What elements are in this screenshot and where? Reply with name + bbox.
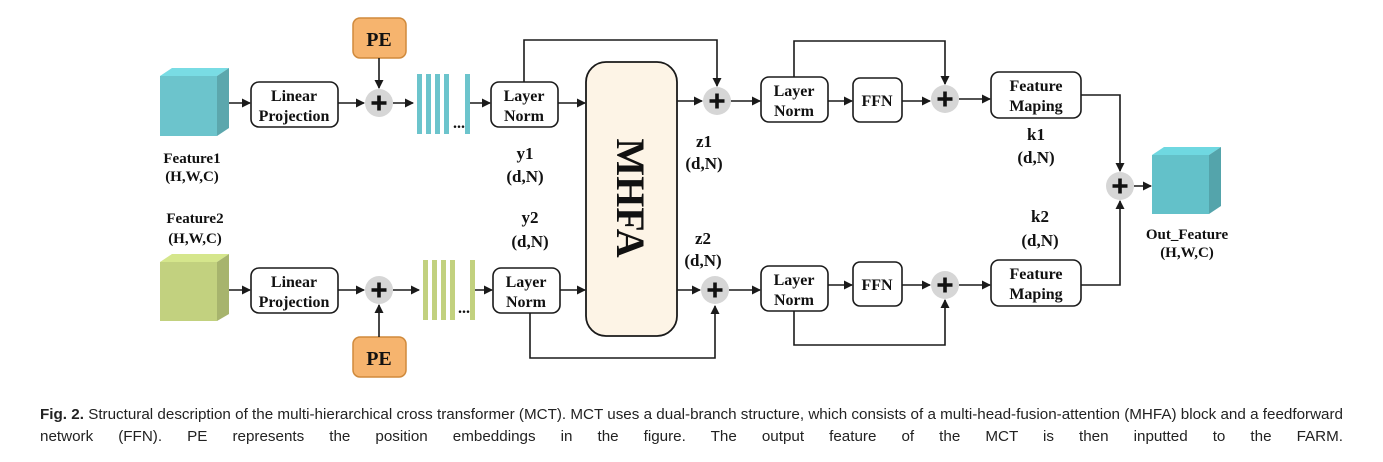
svg-text:...: ... — [458, 300, 470, 317]
k2-label: k2 — [1031, 207, 1049, 226]
sum-node-z2 — [701, 276, 729, 304]
z1-dim-label: (d,N) — [685, 154, 722, 173]
svg-text:Linear: Linear — [271, 274, 317, 291]
svg-text:MHFA: MHFA — [608, 138, 653, 257]
z2-dim-label: (d,N) — [684, 251, 721, 270]
feature1-name: Feature1 — [163, 151, 220, 167]
svg-text:PE: PE — [366, 29, 392, 51]
feature1-shape: (H,W,C) — [165, 169, 219, 185]
feature-maping-block-k1: Feature Maping — [990, 71, 1082, 119]
svg-text:Norm: Norm — [504, 108, 545, 125]
linear-projection-block-1: Linear Projection — [250, 81, 339, 128]
ffn-block-top: FFN — [852, 77, 903, 123]
layer-norm-block-y1: Layer Norm — [490, 81, 559, 128]
y2-dim-label: (d,N) — [511, 232, 548, 251]
out-feature-shape: (H,W,C) — [1160, 245, 1214, 261]
svg-text:Layer: Layer — [504, 88, 545, 105]
svg-text:Norm: Norm — [774, 103, 815, 120]
svg-text:Layer: Layer — [506, 274, 547, 291]
y1-dim-label: (d,N) — [506, 167, 543, 186]
z2-label: z2 — [695, 229, 711, 248]
svg-text:Feature: Feature — [1009, 78, 1062, 95]
feature-maping-block-k2: Feature Maping — [990, 259, 1082, 307]
caption-label: Fig. 2. — [40, 406, 84, 423]
svg-text:Layer: Layer — [774, 83, 815, 100]
layer-norm-block-z2: Layer Norm — [760, 265, 829, 312]
token-sequence-top: ... — [417, 74, 470, 134]
k1-dim-label: (d,N) — [1017, 148, 1054, 167]
mhfa-block: MHFA — [585, 61, 678, 337]
svg-text:Linear: Linear — [271, 88, 317, 105]
svg-text:FFN: FFN — [861, 93, 893, 110]
sum-node-pe-top — [365, 89, 393, 117]
layer-norm-block-z1: Layer Norm — [760, 76, 829, 123]
ffn-block-bottom: FFN — [852, 261, 903, 307]
feature1-cube — [160, 68, 229, 136]
figure-caption: Fig. 2. Structural description of the mu… — [40, 404, 1343, 448]
svg-text:Projection: Projection — [259, 108, 330, 125]
svg-text:Maping: Maping — [1009, 98, 1062, 115]
svg-text:Projection: Projection — [259, 294, 330, 311]
feature2-shape: (H,W,C) — [168, 231, 222, 247]
k2-dim-label: (d,N) — [1021, 231, 1058, 250]
sum-node-ffn-top — [931, 85, 959, 113]
svg-text:Maping: Maping — [1009, 286, 1062, 303]
svg-text:FFN: FFN — [861, 277, 893, 294]
y1-label: y1 — [517, 144, 534, 163]
token-sequence-bottom: ... — [423, 260, 475, 320]
k1-label: k1 — [1027, 125, 1045, 144]
svg-text:Norm: Norm — [506, 294, 547, 311]
sum-node-pe-bottom — [365, 276, 393, 304]
sum-node-z1 — [703, 87, 731, 115]
linear-projection-block-2: Linear Projection — [250, 267, 339, 314]
svg-text:...: ... — [453, 115, 465, 132]
sum-node-ffn-bottom — [931, 271, 959, 299]
out-feature-name: Out_Feature — [1146, 227, 1229, 243]
caption-text: Structural description of the multi-hier… — [40, 406, 1343, 445]
svg-text:Norm: Norm — [774, 292, 815, 309]
y2-label: y2 — [522, 208, 539, 227]
z1-label: z1 — [696, 132, 712, 151]
pe-block-bottom: PE — [352, 336, 407, 378]
svg-text:PE: PE — [366, 348, 392, 370]
svg-text:Feature: Feature — [1009, 266, 1062, 283]
feature2-name: Feature2 — [166, 211, 223, 227]
layer-norm-block-y2: Layer Norm — [492, 267, 561, 314]
mct-architecture-diagram: Feature1 (H,W,C) Feature2 (H,W,C) Linear… — [160, 17, 1229, 378]
out-feature-cube — [1152, 147, 1221, 214]
svg-text:Layer: Layer — [774, 272, 815, 289]
pe-block-top: PE — [352, 17, 407, 59]
feature2-cube — [160, 254, 229, 321]
sum-node-output — [1106, 172, 1134, 200]
